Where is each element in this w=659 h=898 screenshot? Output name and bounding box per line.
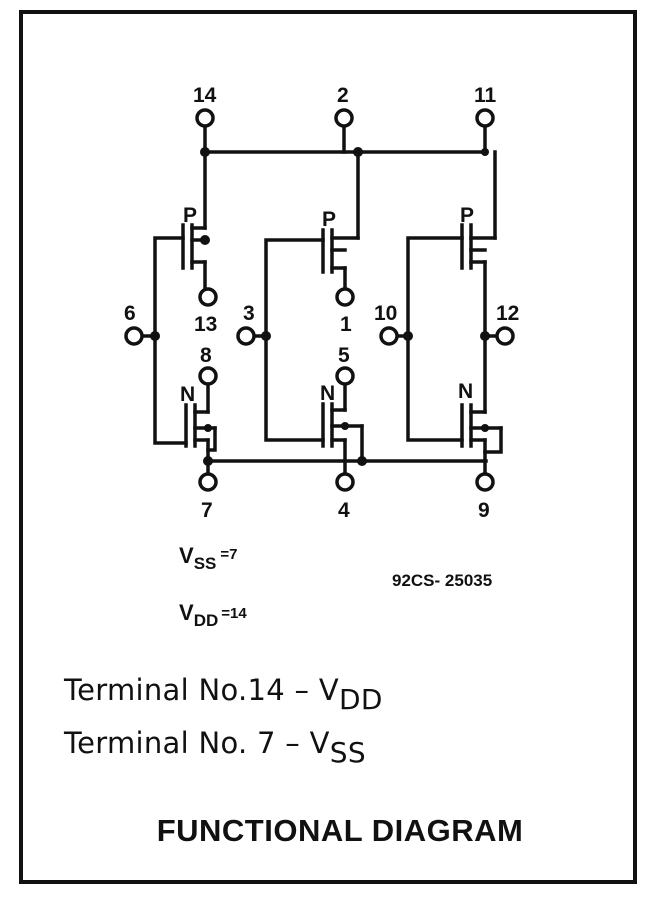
pin-11-terminal bbox=[475, 108, 495, 128]
pin-1-terminal bbox=[335, 287, 355, 307]
junction bbox=[203, 456, 213, 466]
pin-7-terminal bbox=[198, 472, 218, 492]
u3-n-label: N bbox=[458, 380, 473, 403]
junction bbox=[200, 147, 210, 157]
junction bbox=[261, 331, 271, 341]
pin-terminals bbox=[124, 108, 515, 492]
junction bbox=[204, 424, 212, 432]
vss-note: VSS=7 bbox=[179, 543, 237, 573]
pin-3-label: 3 bbox=[243, 302, 255, 325]
u3-p-label: P bbox=[460, 204, 474, 227]
junction bbox=[481, 424, 489, 432]
caption-vdd: Terminal No.14 – VDD bbox=[64, 673, 383, 716]
pin-12-terminal bbox=[495, 326, 515, 346]
pin-12-label: 12 bbox=[496, 302, 519, 325]
pin-7-label: 7 bbox=[201, 499, 213, 522]
u3-n-body-tie bbox=[483, 426, 503, 454]
pin-5-terminal bbox=[335, 366, 355, 386]
junction bbox=[353, 147, 363, 157]
u2-p-label: P bbox=[322, 208, 336, 231]
pin-13-label: 13 bbox=[194, 313, 217, 336]
pin-5-label: 5 bbox=[338, 344, 350, 367]
junction bbox=[481, 148, 489, 156]
u3-gate-wire bbox=[406, 236, 464, 442]
junction bbox=[403, 331, 413, 341]
pin-10-terminal bbox=[379, 326, 399, 346]
u1-n-body-tie bbox=[206, 426, 217, 452]
u2-gate-wire bbox=[264, 238, 325, 442]
junction bbox=[480, 331, 490, 341]
pin-14-label: 14 bbox=[193, 84, 217, 107]
u1-p-label: P bbox=[183, 204, 197, 227]
pin-14-terminal bbox=[195, 108, 215, 128]
junction bbox=[150, 331, 160, 341]
pin-9-terminal bbox=[475, 472, 495, 492]
caption-vdd-text: Terminal No.14 – V bbox=[64, 673, 339, 707]
pin-11-label: 11 bbox=[474, 84, 497, 107]
supply-notes: VSS=7 VDD=14 92CS- 25035 bbox=[179, 543, 492, 630]
pin-8-label: 8 bbox=[200, 344, 212, 367]
drawing-code: 92CS- 25035 bbox=[392, 571, 492, 590]
junction bbox=[357, 456, 367, 466]
pin-6-label: 6 bbox=[124, 302, 136, 325]
pin-8-terminal bbox=[198, 366, 218, 386]
pin-3-terminal bbox=[236, 326, 256, 346]
pin-2-label: 2 bbox=[337, 84, 349, 107]
pin-4-terminal bbox=[335, 472, 355, 492]
caption-vss-text: Terminal No. 7 – V bbox=[64, 726, 330, 760]
labels: 14 2 11 6 3 10 12 13 1 8 5 7 4 9 P P P N… bbox=[124, 84, 519, 522]
caption-vdd-sub: DD bbox=[339, 683, 383, 716]
caption-vss: Terminal No. 7 – VSS bbox=[64, 726, 366, 769]
junctions bbox=[150, 147, 490, 466]
u2-n-label: N bbox=[320, 382, 335, 405]
pin-1-label: 1 bbox=[340, 313, 352, 336]
pin-10-label: 10 bbox=[374, 302, 397, 325]
diagram-title: FUNCTIONAL DIAGRAM bbox=[156, 813, 524, 848]
vdd-note: VDD=14 bbox=[179, 600, 247, 630]
pin-4-label: 4 bbox=[338, 499, 350, 522]
pin-13-terminal bbox=[198, 287, 218, 307]
schematic bbox=[140, 124, 503, 476]
pin-2-terminal bbox=[334, 108, 354, 128]
pin-6-terminal bbox=[124, 326, 144, 346]
pin-9-label: 9 bbox=[478, 499, 490, 522]
junction bbox=[200, 235, 210, 245]
junction bbox=[341, 422, 349, 430]
caption-vss-sub: SS bbox=[329, 736, 366, 769]
frame-border bbox=[19, 10, 637, 884]
u1-n-label: N bbox=[180, 383, 195, 406]
